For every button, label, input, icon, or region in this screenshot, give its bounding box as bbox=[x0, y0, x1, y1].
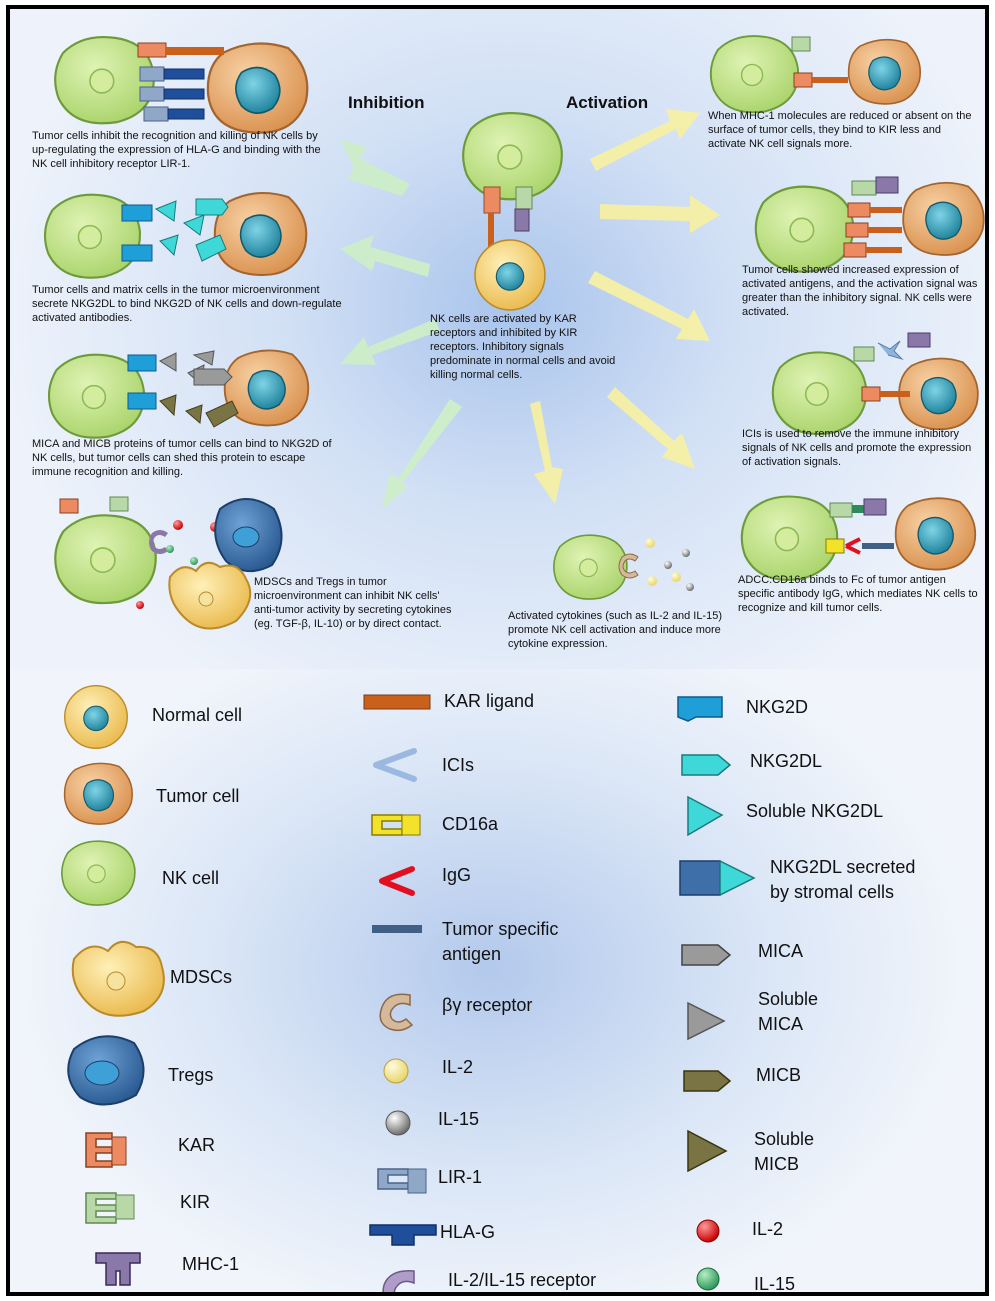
panel-right-4-caption: ADCC:CD16a binds to Fc of tumor antigen … bbox=[738, 574, 978, 614]
panel-left-4-caption: MDSCs and Tregs in tumor microenvironmen… bbox=[254, 576, 452, 630]
nkg2dl-stromal-icon bbox=[679, 859, 756, 897]
il15-green-icon bbox=[696, 1267, 720, 1291]
panel-left-2-caption: Tumor cells and matrix cells in the tumo… bbox=[32, 284, 342, 324]
legend-il2-il15-receptor: IL-2/IL-15 receptor bbox=[448, 1270, 597, 1290]
panel-right-2-caption: Tumor cells showed increased expression … bbox=[742, 264, 978, 318]
legend-il15-green: IL-15 bbox=[754, 1274, 796, 1294]
il2-red-icon bbox=[696, 1219, 720, 1243]
panel-bottom-art bbox=[552, 534, 694, 600]
panel-right-4-art bbox=[740, 495, 977, 581]
icis-icon bbox=[373, 748, 417, 782]
legend-tregs: Tregs bbox=[168, 1065, 214, 1085]
legend-soluble-mica: Soluble MICA bbox=[758, 989, 819, 1034]
diagram-frame: Inhibition Activation NK cells are activ… bbox=[6, 5, 989, 1296]
legend-hla-g: HLA-G bbox=[440, 1222, 496, 1242]
kar-icon bbox=[85, 1132, 127, 1168]
legend-micb: MICB bbox=[756, 1065, 801, 1085]
kir-icon bbox=[85, 1192, 135, 1224]
center-illustration bbox=[462, 112, 563, 311]
heading-inhibition: Inhibition bbox=[348, 93, 425, 112]
beta-gamma-receptor-icon bbox=[379, 993, 414, 1032]
soluble-nkg2dl-icon bbox=[687, 795, 724, 837]
cd16a-icon bbox=[371, 814, 421, 836]
legend-lir1: LIR-1 bbox=[438, 1167, 483, 1187]
legend-normal-cell: Normal cell bbox=[152, 705, 243, 725]
panel-right-3-caption: ICIs is used to remove the immune inhibi… bbox=[742, 428, 972, 468]
legend-il2-yellow: IL-2 bbox=[442, 1057, 474, 1077]
micb-icon bbox=[683, 1070, 732, 1092]
nkg2d-icon bbox=[677, 696, 723, 722]
tumor-cell-icon bbox=[63, 762, 133, 825]
legend-mica: MICA bbox=[758, 941, 803, 961]
legend-icons-col1 bbox=[61, 685, 165, 1286]
kar-ligand-icon bbox=[363, 694, 431, 710]
il2-il15-receptor-icon bbox=[382, 1270, 415, 1292]
legend-nkg2dl-stromal: NKG2DL secreted by stromal cells bbox=[770, 857, 916, 902]
panel-left-1-caption: Tumor cells inhibit the recognition and … bbox=[32, 130, 321, 170]
panel-right-1-art bbox=[709, 35, 922, 114]
legend-kar: KAR bbox=[178, 1135, 216, 1155]
panel-left-3-caption: MICA and MICB proteins of tumor cells ca… bbox=[32, 438, 332, 478]
legend-beta-gamma-receptor: βγ receptor bbox=[442, 995, 533, 1015]
legend-nk-cell: NK cell bbox=[162, 868, 220, 888]
il2-yellow-icon bbox=[383, 1058, 409, 1084]
panel-left-2-art bbox=[43, 191, 308, 279]
nk-cell-icon bbox=[61, 840, 136, 906]
legend-mdscs: MDSCs bbox=[170, 967, 232, 987]
panel-right-1-caption: When MHC-1 molecules are reduced or abse… bbox=[708, 110, 972, 150]
tumor-specific-antigen-icon bbox=[372, 925, 422, 933]
soluble-micb-icon bbox=[687, 1129, 728, 1173]
center-caption: NK cells are activated by KAR receptors … bbox=[430, 313, 616, 381]
il15-gray-icon bbox=[385, 1110, 411, 1136]
panel-right-3-art bbox=[771, 332, 979, 436]
soluble-mica-icon bbox=[687, 1001, 726, 1041]
panel-left-1-art bbox=[54, 36, 309, 134]
diagram-artwork bbox=[43, 35, 985, 1292]
inhibition-arrows bbox=[340, 139, 462, 509]
hla-g-icon bbox=[369, 1224, 437, 1246]
mica-icon bbox=[681, 944, 732, 966]
legend-igg: IgG bbox=[442, 865, 472, 885]
nkg2dl-icon bbox=[681, 754, 732, 776]
legend-soluble-nkg2dl: Soluble NKG2DL bbox=[746, 801, 884, 821]
activation-arrows bbox=[530, 109, 720, 504]
legend-icis: ICIs bbox=[442, 755, 475, 775]
legend-tumor-cell: Tumor cell bbox=[156, 786, 240, 806]
panel-left-4-art bbox=[54, 496, 283, 630]
panel-left-3-art bbox=[47, 349, 310, 439]
legend-kar-ligand: KAR ligand bbox=[444, 691, 535, 711]
mhc1-icon bbox=[95, 1252, 141, 1286]
tregs-icon bbox=[67, 1035, 145, 1106]
panel-right-2-art bbox=[754, 176, 985, 273]
legend-soluble-micb: Soluble MICB bbox=[754, 1129, 815, 1174]
lir1-icon bbox=[377, 1168, 427, 1194]
legend-nkg2d: NKG2D bbox=[746, 697, 809, 717]
legend-mhc1: MHC-1 bbox=[182, 1254, 239, 1274]
normal-cell-icon bbox=[64, 685, 128, 749]
legend-nkg2dl: NKG2DL bbox=[750, 751, 823, 771]
legend-panel bbox=[10, 669, 985, 1292]
legend-tumor-specific-antigen: Tumor specific antigen bbox=[442, 919, 559, 964]
heading-activation: Activation bbox=[566, 93, 649, 112]
panel-bottom-caption: Activated cytokines (such as IL-2 and IL… bbox=[508, 610, 722, 650]
legend-kir: KIR bbox=[180, 1192, 211, 1212]
legend-cd16a: CD16a bbox=[442, 814, 499, 834]
igg-icon bbox=[379, 866, 415, 896]
mdsc-icon bbox=[71, 940, 165, 1017]
legend-il2-red: IL-2 bbox=[752, 1219, 784, 1239]
legend-icons-col2 bbox=[363, 694, 437, 1292]
legend-il15-gray: IL-15 bbox=[438, 1109, 480, 1129]
legend-icons-col3 bbox=[677, 696, 756, 1291]
